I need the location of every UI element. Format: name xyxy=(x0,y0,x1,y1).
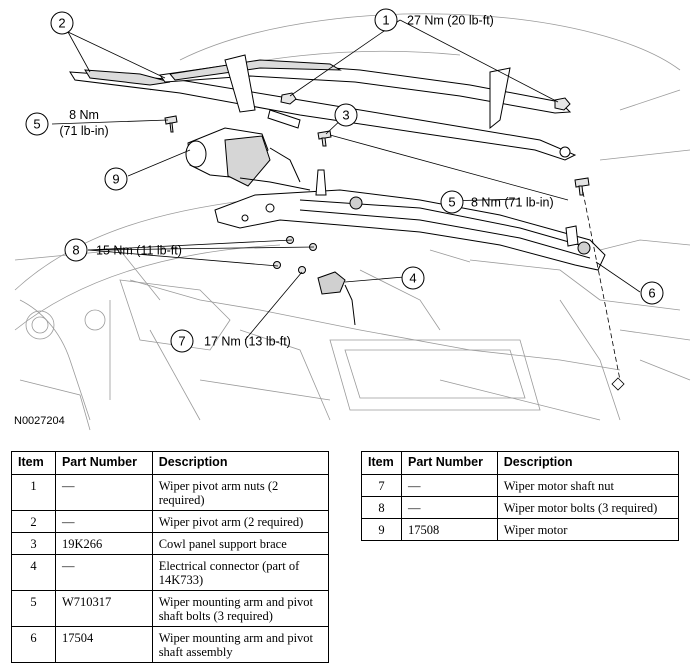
parts-table-right: Item Part Number Description 7 — Wiper m… xyxy=(361,451,680,541)
engine-bay-background xyxy=(14,13,691,431)
table-row: 5 W710317 Wiper mounting arm and pivot s… xyxy=(11,590,330,627)
cell-description: Wiper mounting arm and pivot shaft assem… xyxy=(151,626,330,663)
svg-text:27 Nm (20 lb-ft): 27 Nm (20 lb-ft) xyxy=(407,14,494,28)
svg-text:8 Nm: 8 Nm xyxy=(69,108,99,122)
header-part-number: Part Number xyxy=(400,451,498,475)
cell-item: 7 xyxy=(361,474,402,497)
svg-text:7: 7 xyxy=(178,334,185,349)
table-row: 9 17508 Wiper motor xyxy=(361,518,680,541)
wiper-motor xyxy=(185,127,311,191)
svg-text:15 Nm (11 lb-ft): 15 Nm (11 lb-ft) xyxy=(96,244,182,258)
table-header-row: Item Part Number Description xyxy=(361,451,680,475)
svg-text:5: 5 xyxy=(33,117,40,132)
pivot-nuts xyxy=(280,92,571,111)
table-row: 6 17504 Wiper mounting arm and pivot sha… xyxy=(11,626,330,663)
svg-text:9: 9 xyxy=(112,172,119,187)
callout-6: 6 xyxy=(640,281,664,305)
cell-item: 8 xyxy=(361,496,402,519)
svg-text:6: 6 xyxy=(648,286,655,301)
table-row: 7 — Wiper motor shaft nut xyxy=(361,474,680,497)
header-item: Item xyxy=(11,451,56,475)
svg-text:8: 8 xyxy=(72,243,79,258)
table-row: 3 19K266 Cowl panel support brace xyxy=(11,532,330,555)
cell-description: Wiper motor xyxy=(496,518,680,541)
cell-item: 3 xyxy=(11,532,56,555)
wiper-arm-left xyxy=(69,69,577,161)
electrical-connector xyxy=(317,271,356,326)
callout-5-left: 5 8 Nm (71 lb-in) xyxy=(25,108,109,138)
mounting-arm-assembly xyxy=(214,169,606,271)
wiper-arm-right xyxy=(159,54,572,130)
header-description: Description xyxy=(151,451,330,475)
header-description: Description xyxy=(496,451,680,475)
cell-item: 2 xyxy=(11,510,56,533)
cowl-brace xyxy=(269,147,301,183)
cell-part-number: 19K266 xyxy=(54,532,153,555)
svg-text:17 Nm (13 lb-ft): 17 Nm (13 lb-ft) xyxy=(204,335,291,349)
cell-description: Electrical connector (part of 14K733) xyxy=(151,554,330,591)
cell-part-number: 17508 xyxy=(400,518,498,541)
cell-description: Wiper pivot arm (2 required) xyxy=(151,510,330,533)
wiper-assembly-diagram: 2 1 27 Nm (20 lb-ft) 5 8 Nm (71 lb-in) 3… xyxy=(14,8,691,431)
cell-part-number: — xyxy=(400,474,498,497)
svg-text:3: 3 xyxy=(342,108,349,123)
fasteners xyxy=(164,115,590,274)
cell-item: 9 xyxy=(361,518,402,541)
parts-table-left: Item Part Number Description 1 — Wiper p… xyxy=(11,451,330,663)
cell-item: 5 xyxy=(11,590,56,627)
svg-text:5: 5 xyxy=(448,195,455,210)
table-row: 4 — Electrical connector (part of 14K733… xyxy=(11,554,330,591)
cell-description: Wiper motor bolts (3 required) xyxy=(496,496,680,519)
cell-description: Cowl panel support brace xyxy=(151,532,330,555)
header-part-number: Part Number xyxy=(54,451,153,475)
callout-4: 4 xyxy=(401,266,425,290)
table-header-row: Item Part Number Description xyxy=(11,451,330,475)
cell-description: Wiper mounting arm and pivot shaft bolts… xyxy=(151,590,330,627)
callout-9: 9 xyxy=(104,167,128,191)
svg-text:(71 lb-in): (71 lb-in) xyxy=(59,124,108,138)
callout-1: 1 27 Nm (20 lb-ft) xyxy=(374,8,494,32)
cell-part-number: — xyxy=(54,554,153,591)
table-row: 2 — Wiper pivot arm (2 required) xyxy=(11,510,330,533)
callout-5-right: 5 8 Nm (71 lb-in) xyxy=(440,190,554,214)
leader-lines xyxy=(51,19,641,391)
table-row: 8 — Wiper motor bolts (3 required) xyxy=(361,496,680,519)
callout-2: 2 xyxy=(50,11,74,35)
cell-item: 4 xyxy=(11,554,56,591)
svg-text:8 Nm (71 lb-in): 8 Nm (71 lb-in) xyxy=(471,196,554,210)
figure-reference-code: N0027204 xyxy=(14,415,65,427)
cell-part-number: — xyxy=(54,474,153,511)
table-row: 1 — Wiper pivot arm nuts (2 required) xyxy=(11,474,330,511)
callout-3: 3 xyxy=(334,103,358,127)
cell-description: Wiper motor shaft nut xyxy=(496,474,680,497)
cell-part-number: — xyxy=(400,496,498,519)
cell-part-number: W710317 xyxy=(54,590,153,627)
callout-8: 8 15 Nm (11 lb-ft) xyxy=(64,238,182,262)
cell-part-number: — xyxy=(54,510,153,533)
svg-text:1: 1 xyxy=(382,13,389,28)
cell-item: 1 xyxy=(11,474,56,511)
svg-text:4: 4 xyxy=(409,271,416,286)
cell-part-number: 17504 xyxy=(54,626,153,663)
header-item: Item xyxy=(361,451,402,475)
cell-item: 6 xyxy=(11,626,56,663)
cell-description: Wiper pivot arm nuts (2 required) xyxy=(151,474,330,511)
callout-7: 7 17 Nm (13 lb-ft) xyxy=(170,329,291,353)
svg-text:2: 2 xyxy=(58,16,65,31)
